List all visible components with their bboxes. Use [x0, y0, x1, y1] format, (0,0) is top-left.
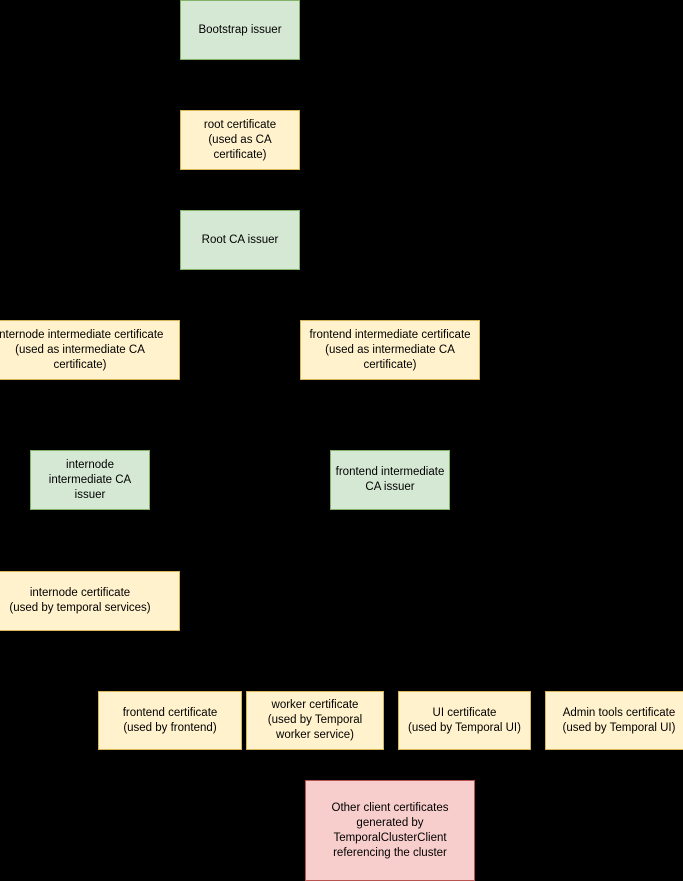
node-worker-certificate[interactable]: worker certificate (used by Temporal wor… — [246, 691, 384, 750]
node-internode-intermediate-certificate[interactable]: internode intermediate certificate (used… — [0, 320, 180, 380]
node-internode-certificate[interactable]: internode certificate (used by temporal … — [0, 571, 180, 631]
node-other-client-certificates[interactable]: Other client certificates generated by T… — [305, 780, 475, 881]
node-root-certificate[interactable]: root certificate (used as CA certificate… — [180, 110, 300, 170]
node-frontend-intermediate-certificate[interactable]: frontend intermediate certificate (used … — [300, 320, 480, 380]
node-root-ca-issuer[interactable]: Root CA issuer — [180, 210, 300, 270]
node-bootstrap-issuer[interactable]: Bootstrap issuer — [180, 0, 300, 60]
node-frontend-intermediate-ca-issuer[interactable]: frontend intermediate CA issuer — [330, 450, 450, 510]
node-admin-tools-certificate[interactable]: Admin tools certificate (used by Tempora… — [545, 691, 683, 750]
node-internode-intermediate-ca-issuer[interactable]: internode intermediate CA issuer — [30, 450, 150, 510]
node-frontend-certificate[interactable]: frontend certificate (used by frontend) — [98, 691, 242, 750]
node-ui-certificate[interactable]: UI certificate (used by Temporal UI) — [398, 691, 531, 750]
